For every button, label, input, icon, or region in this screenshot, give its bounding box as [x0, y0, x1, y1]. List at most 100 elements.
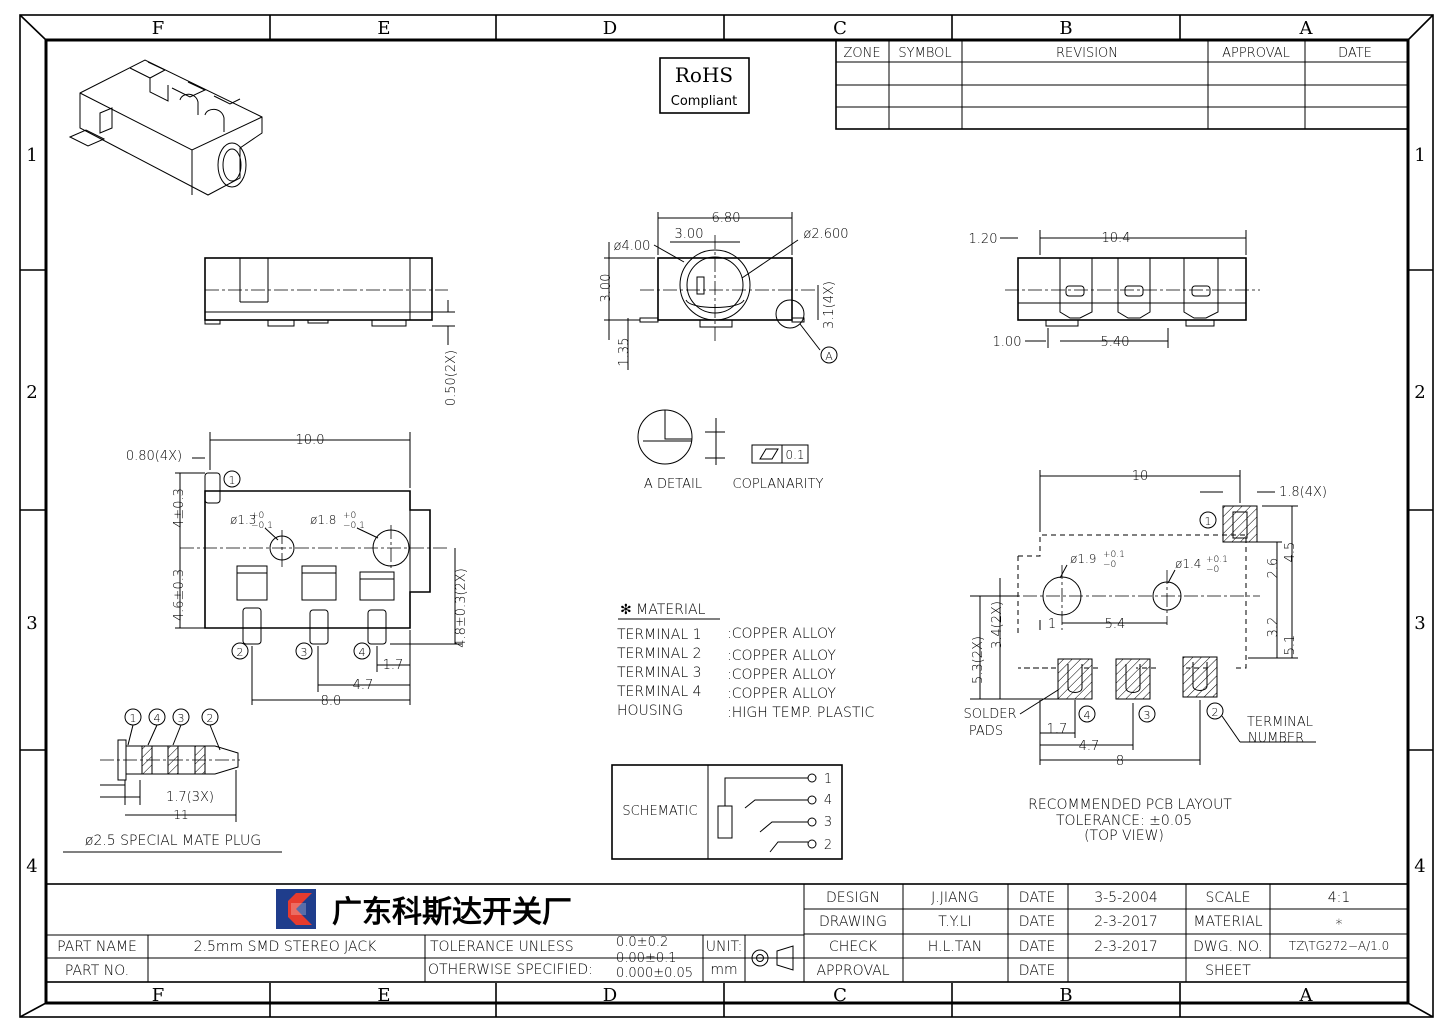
pcb-hole-large: [1042, 576, 1082, 616]
dim-top-1-7: 1.7: [383, 658, 404, 673]
zone-row-right: 3: [1414, 613, 1425, 634]
material-value: :COPPER ALLOY: [727, 686, 836, 702]
sheet-frame: [19, 14, 1434, 1018]
dwg-no-value: TZ\TG272−A/1.0: [1289, 939, 1390, 953]
pcb-hole-small: [1152, 581, 1182, 611]
check-date: 2-3-2017: [1094, 939, 1158, 955]
design-date-label: DATE: [1019, 890, 1055, 906]
schematic-pin: 2: [824, 838, 832, 853]
dim-top-hole2-tol-up: +0: [343, 511, 356, 521]
design-name: J.JIANG: [931, 890, 979, 906]
pcb-caption-title: RECOMMENDED PCB LAYOUT: [1028, 797, 1232, 813]
schematic-label: SCHEMATIC: [622, 804, 697, 819]
pcb-caption-tolerance: TOLERANCE: ±0.05: [1056, 813, 1192, 829]
plug-callout-1: 1: [130, 712, 137, 725]
terminal-1-callout: 1: [229, 474, 236, 487]
zone-col-top: E: [377, 18, 390, 39]
dim-front-dia-large: ø4.00: [614, 239, 651, 254]
unit-label: UNIT:: [706, 939, 743, 955]
mate-plug: 1 4 3 2 1.7(3X) 11 ø2.5 SPECIAL MATE PLU…: [63, 708, 282, 853]
material-value: :COPPER ALLOY: [727, 626, 836, 642]
detail-a-ref: A: [825, 350, 833, 363]
material-list: ✻ MATERIAL TERMINAL 1 :COPPER ALLOY TERM…: [617, 602, 875, 721]
pcb-solder-line2: PADS: [969, 724, 1003, 739]
tolerance-line1: TOLERANCE UNLESS: [430, 939, 574, 955]
dim-top-hole1-tol-up: +0: [251, 511, 264, 521]
rohs-subtitle: Compliant: [671, 94, 737, 109]
tolerance-3: 0.000±0.05: [616, 966, 693, 981]
dim-top-height-lower: 4.6±0.3: [172, 569, 187, 621]
dim-pcb-hole2: ø1.4: [1175, 557, 1201, 571]
rev-header-approval: APPROVAL: [1222, 46, 1290, 61]
dim-pcb-1: 1: [1048, 617, 1056, 632]
dim-front-width: 6.80: [712, 211, 741, 226]
dim-pcb-8: 8: [1116, 754, 1124, 769]
dim-pcb-4-7: 4.7: [1079, 739, 1100, 754]
tolerance-2: 0.00±0.1: [616, 951, 677, 966]
dim-pcb-2-6: 2.6: [1266, 558, 1281, 579]
schematic: SCHEMATIC 1 4 3 2: [611, 764, 843, 860]
company-logo-icon: [276, 889, 316, 929]
dim-top-right: 4.8±0.3(2X): [454, 568, 469, 648]
approval-date-label: DATE: [1019, 963, 1055, 979]
material-label: MATERIAL: [1193, 914, 1262, 930]
detail-a-caption: A DETAIL: [644, 477, 702, 492]
part-name-value: 2.5mm SMD STEREO JACK: [194, 939, 378, 955]
zone-col-bottom: B: [1059, 985, 1072, 1006]
dim-pcb-5-3: 5.3(2X): [971, 636, 986, 684]
zone-row-right: 1: [1414, 145, 1425, 166]
zone-col-bottom: D: [603, 985, 617, 1006]
tolerance-line2: OTHERWISE SPECIFIED:: [428, 962, 593, 978]
rohs-title: RoHS: [675, 63, 733, 87]
title-block: 广东科斯达开关厂 PART NAME 2.5mm SMD STEREO JACK…: [45, 883, 1409, 983]
schematic-pin: 1: [824, 772, 832, 787]
pcb-solder-line1: SOLDER: [964, 707, 1017, 722]
pcb-terminal-line2: NUMBER: [1248, 731, 1304, 746]
rev-header-symbol: SYMBOL: [898, 46, 951, 61]
dim-pcb-3-2: 3.2: [1266, 617, 1281, 638]
pcb-terminal-line1: TERMINAL: [1247, 715, 1313, 730]
part-name-label: PART NAME: [57, 939, 137, 955]
coplanarity-caption: COPLANARITY: [733, 477, 824, 492]
dim-top-hole2-tol-dn: −0.1: [343, 521, 365, 531]
approval-label: APPROVAL: [816, 963, 889, 979]
material-part: TERMINAL 4: [617, 684, 702, 700]
dim-top-height-upper: 4±0.3: [172, 488, 187, 528]
plug-callout-4: 4: [154, 712, 161, 725]
terminal-3-callout: 3: [301, 646, 308, 659]
zone-col-bottom: F: [152, 985, 165, 1006]
zone-col-bottom: A: [1299, 985, 1314, 1006]
dim-pcb-hole2-tol-dn: −0: [1206, 565, 1219, 575]
scale-value: 4:1: [1328, 890, 1351, 906]
flatness-icon: [759, 448, 779, 460]
dim-plug-pitch: 1.7(3X): [166, 790, 214, 805]
drawing-label: DRAWING: [819, 914, 887, 930]
material-value: :COPPER ALLOY: [727, 648, 836, 664]
zone-row-left: 4: [26, 856, 37, 877]
check-name: H.L.TAN: [928, 939, 983, 955]
drawing-date: 2-3-2017: [1094, 914, 1158, 930]
plug-callout-2: 2: [207, 712, 214, 725]
drawing-name: T.Y.LI: [938, 914, 971, 930]
dim-pcb-5-4: 5.4: [1105, 617, 1126, 632]
dwg-no-label: DWG. NO.: [1193, 939, 1263, 955]
design-date: 3-5-2004: [1094, 890, 1158, 906]
check-label: CHECK: [829, 939, 878, 955]
zone-col-top: B: [1059, 18, 1072, 39]
zone-row-left: 3: [26, 613, 37, 634]
part-no-label: PART NO.: [65, 963, 129, 979]
rev-header-revision: REVISION: [1056, 46, 1118, 61]
dim-top-8-0: 8.0: [321, 694, 342, 709]
detail-a-callout: [775, 299, 805, 329]
material-value: :HIGH TEMP. PLASTIC: [727, 705, 875, 721]
tolerance-1: 0.0±0.2: [616, 935, 668, 950]
plug-callout-3: 3: [178, 712, 185, 725]
top-view: 10.0 0.80(4X) 1 ø1.3 +0 −0.1 ø1.8 +0 −0.…: [126, 432, 469, 709]
material-part: TERMINAL 3: [617, 665, 702, 681]
pcb-callout-3: 3: [1144, 709, 1151, 722]
zone-row-left: 2: [26, 382, 37, 403]
side-view: 0.50(2X): [204, 257, 459, 406]
dim-front-height: 3.00: [599, 274, 614, 303]
zone-col-top: F: [152, 18, 165, 39]
